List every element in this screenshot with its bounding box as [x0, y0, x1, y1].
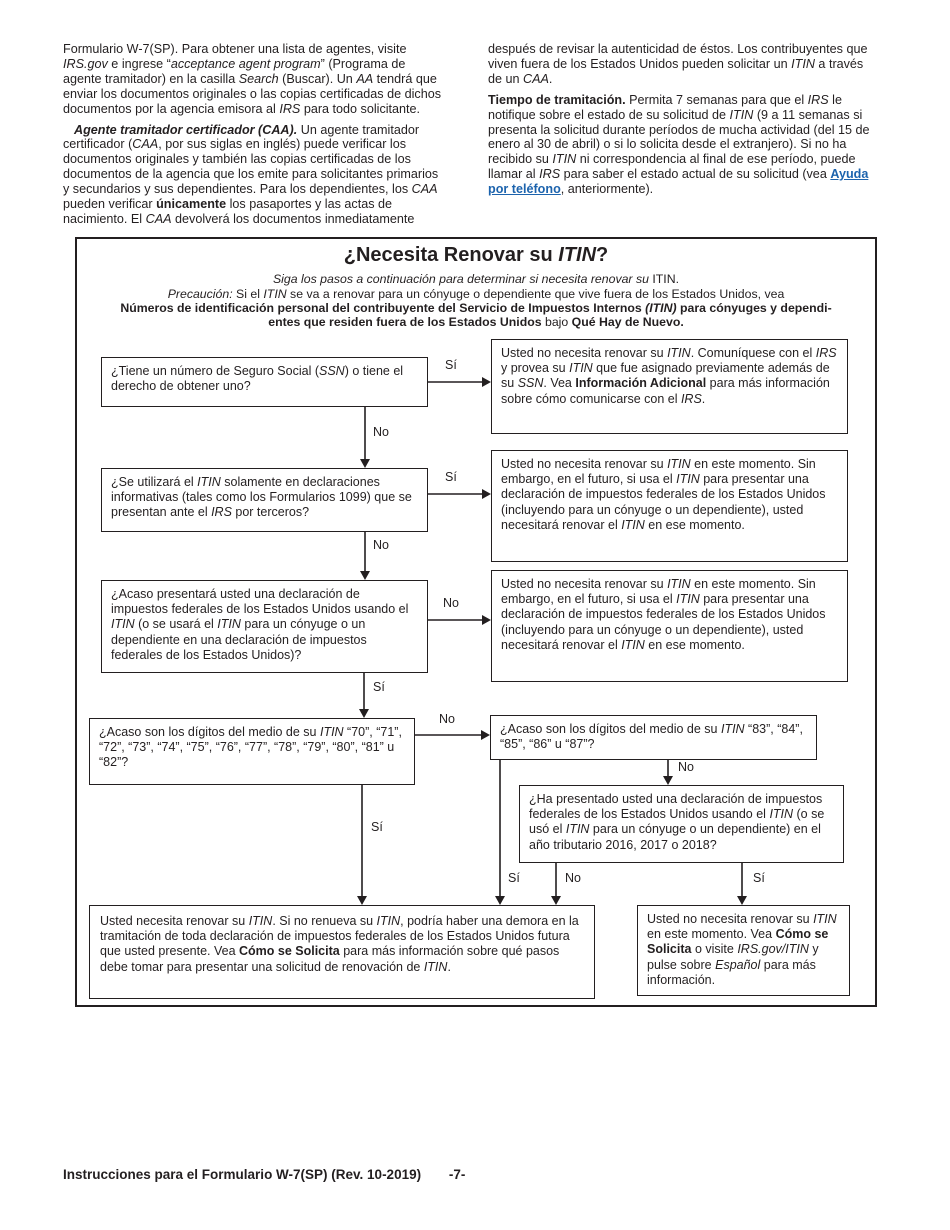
result-must-renew-box: Usted necesita renovar su ITIN. Si no re… — [89, 905, 595, 999]
text-line: documentos originales y también las copi… — [63, 152, 411, 167]
flowchart-title: ¿Necesita Renovar su ITIN? — [343, 244, 609, 266]
answer-no-renewal-now-box-1: Usted no necesita renovar su ITIN en est… — [491, 450, 848, 562]
text-line: de un CAA. — [488, 71, 553, 86]
label-q3-yes: Sí — [373, 680, 385, 694]
arrow-q1-yes — [428, 377, 491, 387]
text-line: documentos por la agencia emisora al IRS… — [63, 101, 421, 116]
flowchart-note-line2: entes que residen fuera de los Estados U… — [268, 315, 684, 329]
label-q2-no: No — [373, 538, 389, 552]
page-footer: Instrucciones para el Formulario W-7(SP)… — [63, 1167, 465, 1182]
flowchart-caution: Precaución: Si el ITIN se va a renovar p… — [167, 287, 785, 301]
paragraph: después de revisar la autenticidad de és… — [488, 42, 908, 87]
arrow-q3-yes — [359, 673, 369, 718]
arrow-q4-no — [415, 730, 490, 740]
label-q5-no: No — [678, 760, 694, 774]
text-line: y secundarios y sus dependientes. Para l… — [63, 182, 438, 197]
arrow-q3-no — [428, 615, 491, 625]
arrow-q2-no — [360, 532, 370, 580]
page-number: -7- — [448, 1167, 466, 1182]
text-line: notifique sobre el estado de su solicitu… — [488, 107, 863, 122]
text-line: después de revisar la autenticidad de és… — [488, 42, 868, 56]
label-q4-yes: Sí — [371, 820, 383, 834]
text-line: viven fuera de los Estados Unidos pueden… — [488, 56, 864, 71]
footer-title: Instrucciones para el Formulario W-7(SP)… — [63, 1167, 422, 1182]
intro-left-column: Formulario W-7(SP). Para obtener una lis… — [63, 42, 488, 227]
answer-no-renewal-now-box-2: Usted no necesita renovar su ITIN en est… — [491, 570, 848, 682]
text-line: enviar los documentos originales o las c… — [63, 86, 442, 101]
question-middle-digits-83-87-box: ¿Acaso son los dígitos del medio de su I… — [490, 715, 817, 760]
question-middle-digits-70-82-box: ¿Acaso son los dígitos del medio de su I… — [89, 718, 415, 785]
text-line: agente tramitador) en la casilla Search … — [63, 71, 437, 86]
result-no-renewal-box: Usted no necesita renovar su ITIN en est… — [637, 905, 850, 996]
text-line: pueden verificar únicamente los pasaport… — [63, 197, 393, 212]
arrow-q2-yes — [428, 489, 491, 499]
arrow-q6-yes — [737, 863, 747, 905]
text-line: presenta la solicitud durante períodos d… — [488, 122, 870, 137]
text-line: recibido su ITIN ni correspondencia al f… — [488, 152, 856, 167]
paragraph: Agente tramitador certificador (CAA). Un… — [63, 123, 488, 227]
text-line: certificador (CAA, por sus siglas en ing… — [63, 137, 407, 152]
text-line: Tiempo de tramitación. Permita 7 semanas… — [488, 92, 842, 107]
paragraph: Formulario W-7(SP). Para obtener una lis… — [63, 42, 488, 117]
label-q5-yes: Sí — [508, 871, 520, 885]
arrow-q1-no — [360, 407, 370, 468]
itin-renewal-flowchart: ¿Necesita Renovar su ITIN? Siga los paso… — [75, 237, 877, 1007]
flowchart-note-line1: Números de identificación personal del c… — [120, 301, 832, 315]
text-line: Formulario W-7(SP). Para obtener una lis… — [63, 42, 407, 56]
text-line: documentos de la agencia que los emite p… — [63, 167, 439, 182]
arrow-q5-no — [663, 760, 673, 785]
paragraph: Tiempo de tramitación. Permita 7 semanas… — [488, 93, 908, 197]
answer-no-renewal-ssn-box: Usted no necesita renovar su ITIN. Comun… — [491, 339, 848, 434]
text-line: Agente tramitador certificador (CAA). Un… — [74, 122, 420, 137]
text-line: llamar al IRS para saber el estado actua… — [488, 167, 869, 182]
label-q2-yes: Sí — [445, 470, 457, 484]
question-filed-2016-2018-box: ¿Ha presentado usted una declaración de … — [519, 785, 844, 863]
text-line: IRS.gov e ingrese “acceptance agent prog… — [63, 56, 406, 71]
question-federal-return-box: ¿Acaso presentará usted una declaración … — [101, 580, 428, 673]
flowchart-subtitle: Siga los pasos a continuación para deter… — [272, 272, 679, 286]
label-q1-yes: Sí — [445, 358, 457, 372]
question-information-returns-box: ¿Se utilizará el ITIN solamente en decla… — [101, 468, 428, 532]
label-q6-no: No — [565, 871, 581, 885]
question-ssn-box: ¿Tiene un número de Seguro Social (SSN) … — [101, 357, 428, 407]
text-line: por teléfono, anteriormente). — [488, 182, 654, 197]
label-q3-no: No — [443, 596, 459, 610]
arrow-q6-no — [551, 863, 561, 905]
ayuda-por-telefono-link[interactable]: por teléfono — [488, 182, 561, 197]
label-q6-yes: Sí — [753, 871, 765, 885]
intro-right-column: después de revisar la autenticidad de és… — [488, 42, 908, 197]
text-line: nacimiento. El CAA devolverá los documen… — [63, 211, 415, 226]
flowchart-connectors — [357, 377, 747, 905]
label-q4-no: No — [439, 712, 455, 726]
ayuda-por-telefono-link[interactable]: Ayuda — [830, 167, 869, 182]
label-q1-no: No — [373, 425, 389, 439]
arrow-q5-yes — [495, 760, 505, 905]
text-line: enero al 30 de abril) o si lo solicita d… — [488, 137, 847, 152]
arrow-q4-yes — [357, 785, 367, 905]
